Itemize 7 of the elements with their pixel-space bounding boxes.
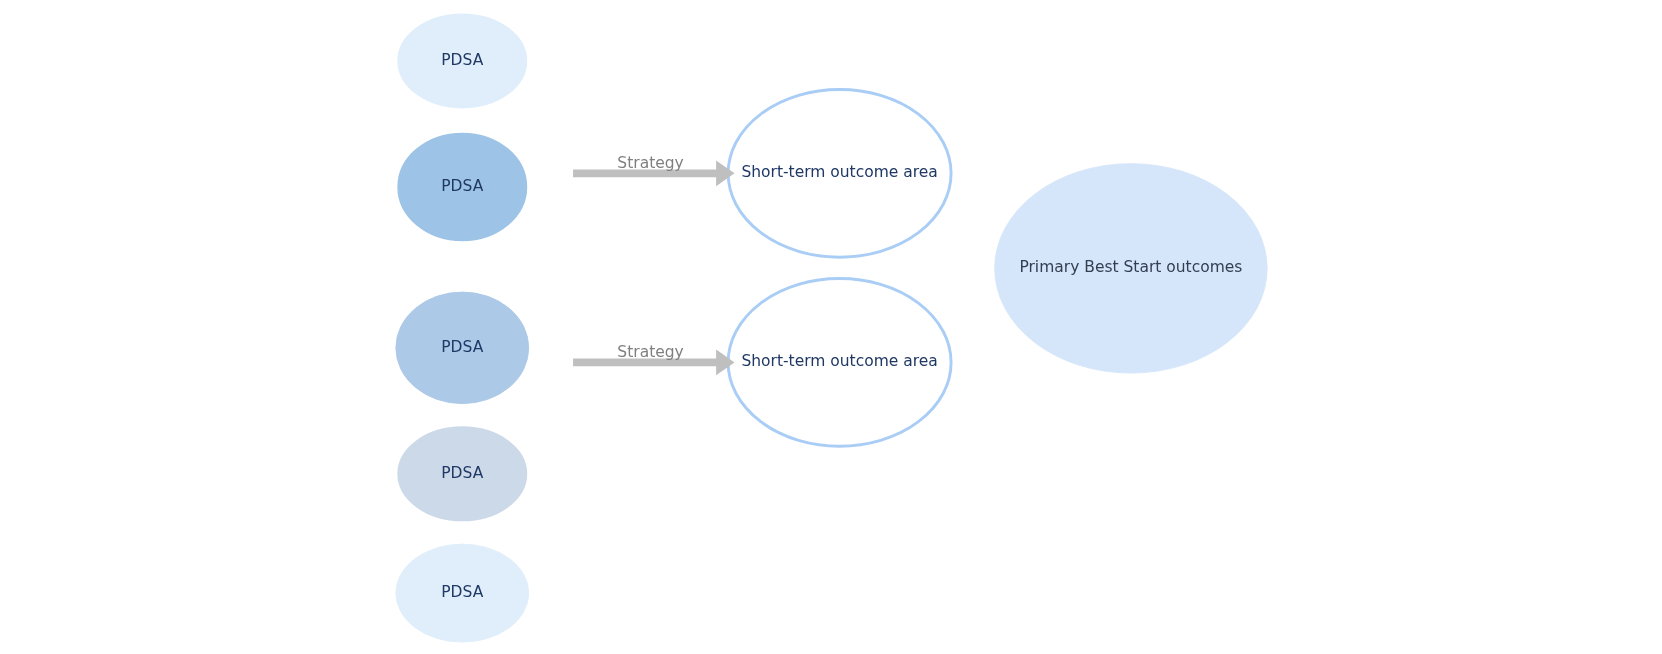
edge-label: Strategy — [616, 343, 684, 362]
node-ellipse: Primary Best Start outcomes — [993, 163, 1268, 374]
node-ellipse: Short-term outcome area — [726, 88, 953, 259]
node-ellipse: PDSA — [394, 291, 529, 405]
node-ellipse: PDSA — [394, 543, 529, 643]
node-ellipse: Short-term outcome area — [726, 277, 953, 448]
edge-label: Strategy — [616, 154, 684, 173]
